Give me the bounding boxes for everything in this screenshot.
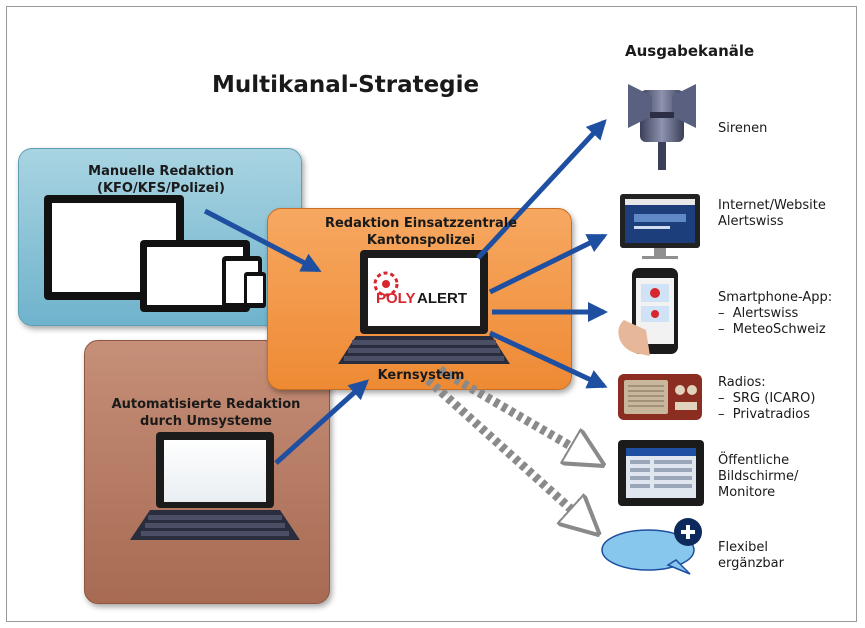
arrow-manual-to-core xyxy=(203,208,322,273)
add-bubble-icon xyxy=(601,518,702,575)
diagram-frame xyxy=(6,6,857,622)
channel-radios-label: Radios: – SRG (ICARO) – Privatradios xyxy=(718,375,816,422)
phone-icon xyxy=(244,272,266,308)
smartphone-icon xyxy=(618,268,678,356)
channels-heading: Ausgabekanäle xyxy=(625,42,755,60)
core-system-label: Kernsystem xyxy=(377,368,465,383)
core-laptop-icon: POLY ALERT xyxy=(338,250,510,364)
arrow-to-sirens xyxy=(476,119,607,260)
core-title-label: Redaktion Einsatzzentrale Kantonspolizei xyxy=(324,216,518,248)
channel-sirens-label: Sirenen xyxy=(718,121,768,136)
logo-alert: ALERT xyxy=(417,290,467,307)
dashed-arrow-to-flexible xyxy=(424,376,594,530)
siren-icon xyxy=(628,84,696,170)
channel-screens-label: Öffentliche Bildschirme/ Monitore xyxy=(718,453,799,500)
website-monitor-icon xyxy=(620,194,700,259)
radio-icon xyxy=(618,374,702,420)
automated-editing-label: Automatisierte Redaktion durch Umsysteme xyxy=(111,397,301,429)
channel-flexible-label: Flexibel ergänzbar xyxy=(718,540,784,571)
logo-poly: POLY xyxy=(376,290,415,307)
polyalert-logo-icon xyxy=(373,271,399,297)
channel-website-label: Internet/Website Alertswiss xyxy=(718,198,826,229)
dashed-arrow-to-screens xyxy=(437,366,598,462)
automation-laptop-icon xyxy=(130,432,300,540)
diagram-title: Multikanal-Strategie xyxy=(212,72,480,98)
arrow-to-radios xyxy=(488,330,608,389)
arrow-to-website xyxy=(488,233,608,295)
channel-smartphone-label: Smartphone-App: – Alertswiss – MeteoSchw… xyxy=(718,290,833,337)
arrow-auto-to-core xyxy=(274,379,369,465)
manual-editing-label: Manuelle Redaktion (KFO/KFS/Polizei) xyxy=(88,164,234,196)
public-screen-icon xyxy=(618,440,704,506)
